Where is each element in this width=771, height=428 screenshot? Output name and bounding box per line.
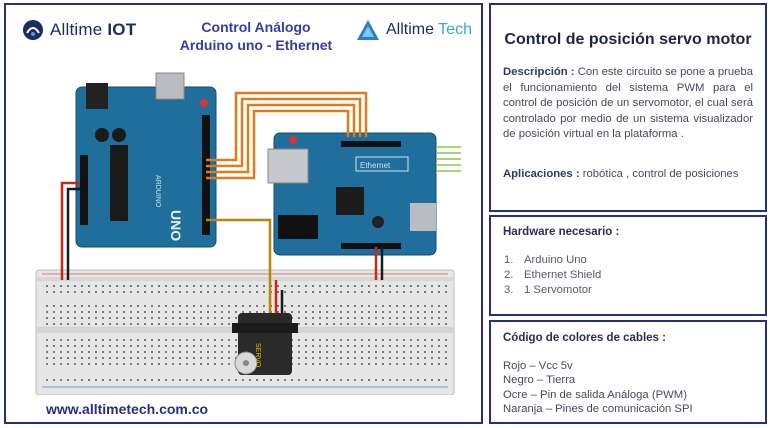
alltime-iot-logo: Alltime IOT [22, 19, 136, 41]
diagram-title-line1: Control Análogo [201, 19, 311, 35]
vcc-wire-left [60, 181, 80, 280]
list-item: Negro – Tierra [503, 374, 576, 387]
list-item: 2.Ethernet Shield [504, 269, 602, 281]
description-card: Control de posición servo motor Descripc… [489, 3, 767, 212]
list-item: 1.Arduino Uno [504, 254, 587, 266]
website-link[interactable]: www.alltimetech.com.co [46, 401, 209, 417]
iot-logo-icon [23, 20, 43, 40]
arduino-label: ARDUINO [154, 175, 161, 208]
description: Descripción : Con este circuito se pone … [503, 65, 753, 143]
uno-label: UNO [168, 210, 184, 241]
spi-wires [206, 91, 368, 180]
diagram-title: Control Análogo Arduino uno - Ethernet [156, 18, 356, 54]
cable-colors-card: Código de colores de cables : Rojo – Vcc… [489, 320, 767, 424]
servo-label: SERVO [254, 343, 261, 368]
card-title: Control de posición servo motor [504, 31, 752, 48]
applications: Aplicaciones : robótica , control de pos… [503, 168, 753, 180]
brand-left-text: Alltime IOT [50, 20, 137, 39]
brand-right-text: Alltime Tech [386, 21, 472, 38]
pwm-wire [206, 218, 272, 295]
diagram-title-line2: Arduino uno - Ethernet [179, 37, 333, 53]
hardware-card: Hardware necesario : 1.Arduino Uno 2.Eth… [489, 215, 767, 316]
alltime-tech-logo: Alltime Tech [356, 19, 472, 41]
gnd-wire-left [66, 187, 80, 280]
ethernet-shield-board: Ethernet [267, 132, 461, 256]
applications-label: Aplicaciones : [503, 168, 580, 180]
hardware-title: Hardware necesario : [503, 226, 620, 238]
cable-colors-list: Rojo – Vcc 5v Negro – Tierra Ocre – Pin … [503, 359, 693, 416]
list-item: Rojo – Vcc 5v [503, 360, 573, 372]
tech-logo-icon [357, 20, 379, 40]
cable-colors-title: Código de colores de cables : [503, 332, 666, 344]
applications-text: robótica , control de posiciones [582, 168, 739, 180]
hardware-list: 1.Arduino Uno 2.Ethernet Shield 3.1 Serv… [504, 253, 601, 298]
list-item: Ocre – Pin de salida Análoga (PWM) [503, 388, 687, 401]
diagram-panel: Alltime IOT Control Análogo Arduino uno … [4, 3, 483, 424]
list-item: Naranja – Pines de comunicación SPI [503, 402, 693, 415]
description-label: Descripción : [503, 66, 575, 78]
description-text: Con este circuito se pone a prueba el fu… [503, 66, 753, 140]
arduino-uno-board: UNO ARDUINO [75, 72, 217, 248]
list-item: 3.1 Servomotor [504, 284, 592, 296]
servomotor: SERVO [232, 313, 298, 375]
circuit-diagram: UNO ARDUINO Ethernet [35, 72, 461, 395]
ethernet-label: Ethernet [360, 161, 391, 170]
